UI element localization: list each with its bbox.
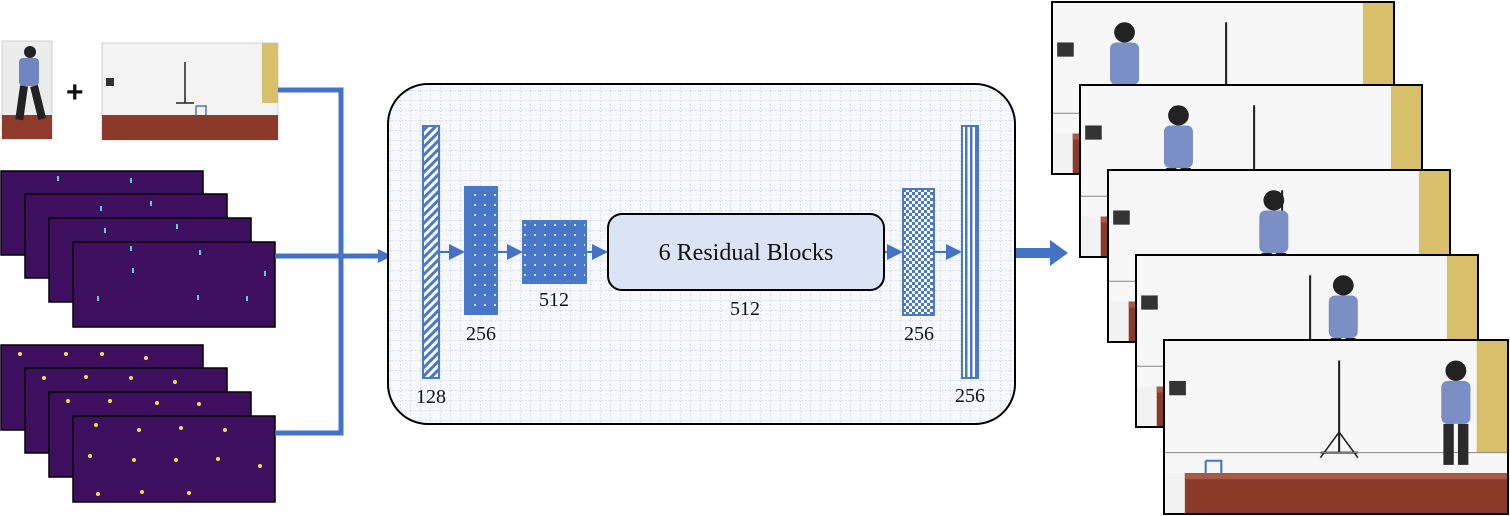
encoder-layer-1 (464, 186, 498, 315)
plus-sign: + (66, 76, 84, 109)
output-frame-stack (1051, 1, 1509, 515)
input-layer-channels: 128 (416, 386, 446, 408)
encoder-1-channels: 256 (466, 323, 496, 345)
residual-blocks-label: 6 Residual Blocks (659, 240, 834, 266)
input-connectors (275, 87, 380, 436)
input-arrowhead (378, 249, 392, 263)
keypoint-map (72, 415, 276, 503)
output-arrow (1016, 240, 1068, 266)
encoder-layer-2 (522, 220, 587, 284)
encoder-2-channels: 512 (539, 289, 569, 311)
decoder-layer-1 (902, 188, 935, 316)
keypoint-map-stack (0, 344, 276, 503)
input-conv-layer (422, 125, 440, 379)
residual-blocks (607, 213, 885, 291)
output-frame (1163, 339, 1509, 515)
decoder-1-channels: 256 (904, 323, 934, 345)
output-conv-layer (961, 125, 979, 379)
flow-map (72, 241, 276, 328)
flow-map-stack (0, 170, 276, 328)
generator-network-panel: 128 256 512 6 Residual Blocks 512 256 25… (387, 83, 1016, 425)
input-background-image (101, 42, 279, 141)
residual-channels: 512 (730, 298, 760, 320)
output-layer-channels: 256 (955, 385, 985, 407)
input-person-image (1, 40, 53, 140)
